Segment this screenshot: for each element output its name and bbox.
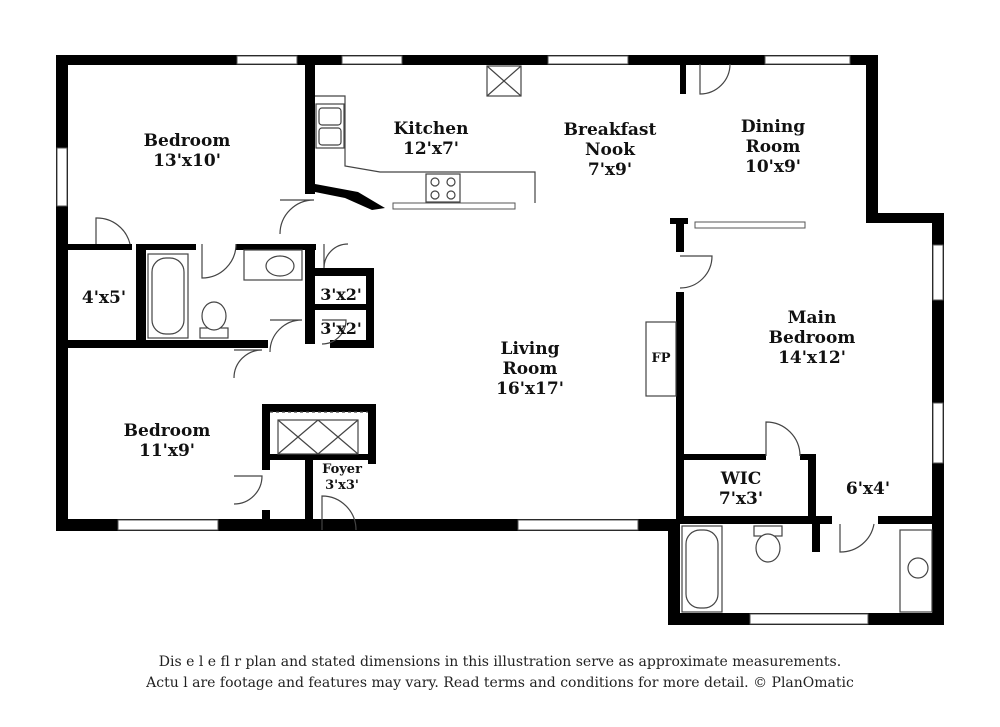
room-name-line2: Nook xyxy=(585,140,636,160)
room-label-closet-4x5: 4'x5' xyxy=(82,288,126,308)
main-bathtub xyxy=(681,525,723,613)
room-label-closet-3x2-a: 3'x2' xyxy=(320,285,362,304)
kitchen-sink xyxy=(315,103,345,149)
room-label-closet-6x4: 6'x4' xyxy=(846,479,890,499)
room-name: Foyer xyxy=(322,462,362,477)
main-toilet xyxy=(753,525,783,563)
room-name-line1: Dining xyxy=(741,117,805,137)
room-size: 12'x7' xyxy=(403,139,459,159)
room-label-bedroom-bottom: Bedroom 11'x9' xyxy=(124,421,211,461)
room-label-main-bedroom: Main Bedroom 14'x12' xyxy=(769,308,856,368)
room-label-dining-room: Dining Room 10'x9' xyxy=(741,117,805,177)
room-name-line1: Living xyxy=(501,339,560,359)
room-name-line2: Room xyxy=(746,137,801,157)
room-size: 13'x10' xyxy=(153,151,221,171)
toilet xyxy=(199,301,229,339)
room-size: 16'x17' xyxy=(496,379,564,399)
bathroom-sink xyxy=(243,249,303,281)
closet-shelving xyxy=(270,411,368,455)
room-name: WIC xyxy=(720,469,762,489)
room-name-line2: Room xyxy=(503,359,558,379)
room-name: Bedroom xyxy=(144,131,231,151)
room-label-bedroom-top: Bedroom 13'x10' xyxy=(144,131,231,171)
windows xyxy=(56,55,944,625)
disclaimer: Dis e l e fl r plan and stated dimension… xyxy=(0,652,1000,694)
kitchen-counters xyxy=(315,65,536,210)
bathtub xyxy=(147,253,189,339)
room-size: 7'x9' xyxy=(588,160,632,180)
interior-walls xyxy=(68,64,944,552)
room-label-breakfast-nook: Breakfast Nook 7'x9' xyxy=(564,120,657,180)
main-sink xyxy=(899,529,933,613)
room-label-living-room: Living Room 16'x17' xyxy=(496,339,564,399)
room-name: Bedroom xyxy=(124,421,211,441)
room-name-line1: Main xyxy=(788,308,837,328)
room-label-foyer: Foyer 3'x3' xyxy=(322,462,362,493)
room-size: 3'x3' xyxy=(325,478,359,493)
fireplace xyxy=(645,321,677,397)
room-name-line2: Bedroom xyxy=(769,328,856,348)
room-size: 14'x12' xyxy=(778,348,846,368)
doors xyxy=(95,63,875,553)
disclaimer-line-2: Actu l are footage and features may vary… xyxy=(146,675,854,691)
disclaimer-line-1: Dis e l e fl r plan and stated dimension… xyxy=(158,654,842,670)
room-label-closet-3x2-b: 3'x2' xyxy=(320,319,362,338)
room-size: 7'x3' xyxy=(719,489,763,509)
room-name-line1: Breakfast xyxy=(564,120,657,140)
room-size: 11'x9' xyxy=(139,441,195,461)
room-label-wic: WIC 7'x3' xyxy=(719,469,763,509)
fireplace-label: FP xyxy=(651,351,670,366)
room-name: Kitchen xyxy=(394,119,469,139)
room-label-kitchen: Kitchen 12'x7' xyxy=(394,119,469,159)
room-size: 10'x9' xyxy=(745,157,801,177)
stove xyxy=(425,173,461,203)
